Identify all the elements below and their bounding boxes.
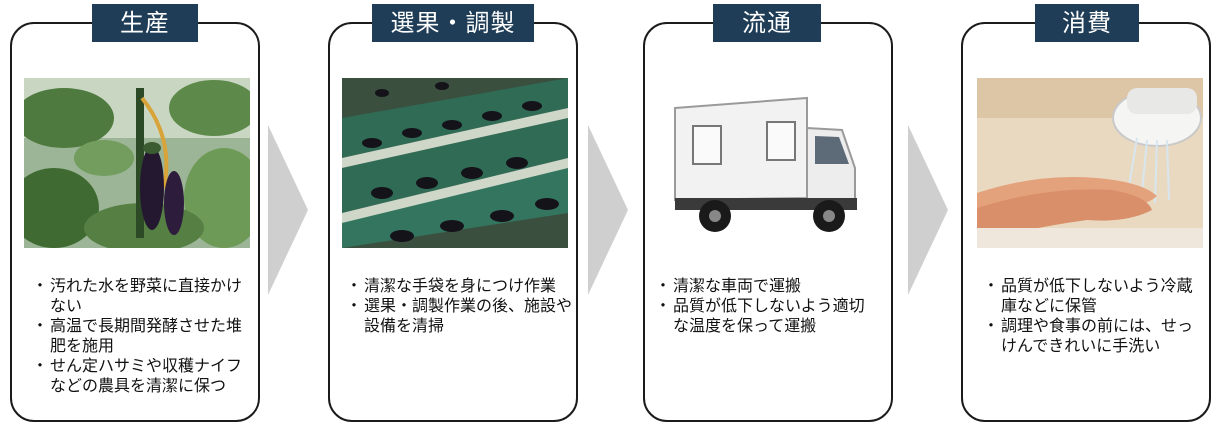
chevron-right-icon (268, 125, 308, 299)
stage-card-distribution: 清潔な車両で運搬 品質が低下しないよう適切な温度を保って運搬 (643, 22, 893, 422)
bullet-item: 選果・調製作業の後、施設や設備を清掃 (346, 296, 572, 336)
stage-title-production: 生産 (92, 4, 198, 42)
stage-title-sorting: 選果・調製 (372, 4, 534, 42)
stage-card-consumption: 品質が低下しないよう冷蔵庫などに保管 調理や食事の前には、せっけんできれいに手洗… (961, 22, 1211, 422)
stage-card-production: 汚れた水を野菜に直接かけない 高温で長期間発酵させた堆肥を施用 せん定ハサミや収… (10, 22, 260, 422)
distribution-bullets: 清潔な車両で運搬 品質が低下しないよう適切な温度を保って運搬 (655, 276, 869, 336)
bullet-item: 清潔な車両で運搬 (655, 276, 869, 296)
sorting-conveyor-icon (342, 78, 568, 248)
bullet-item: 品質が低下しないよう冷蔵庫などに保管 (983, 276, 1205, 316)
bullet-item: 調理や食事の前には、せっけんできれいに手洗い (983, 316, 1205, 356)
consumption-bullets: 品質が低下しないよう冷蔵庫などに保管 調理や食事の前には、せっけんできれいに手洗… (983, 276, 1205, 356)
sorting-bullets: 清潔な手袋を身につけ作業 選果・調製作業の後、施設や設備を清掃 (346, 276, 572, 336)
chevron-right-icon (908, 125, 948, 299)
bullet-item: 高温で長期間発酵させた堆肥を施用 (32, 316, 254, 356)
stage-title-distribution: 流通 (713, 4, 821, 42)
stage-title-consumption: 消費 (1035, 4, 1139, 42)
delivery-truck-icon (657, 78, 883, 248)
chevron-right-icon (588, 125, 628, 299)
bullet-item: 品質が低下しないよう適切な温度を保って運搬 (655, 296, 869, 336)
bullet-item: せん定ハサミや収穫ナイフなどの農具を清潔に保つ (32, 356, 254, 396)
eggplant-plant-icon (24, 78, 250, 248)
production-bullets: 汚れた水を野菜に直接かけない 高温で長期間発酵させた堆肥を施用 せん定ハサミや収… (32, 276, 254, 396)
hand-washing-icon (977, 78, 1203, 248)
bullet-item: 清潔な手袋を身につけ作業 (346, 276, 572, 296)
bullet-item: 汚れた水を野菜に直接かけない (32, 276, 254, 316)
stage-card-sorting: 清潔な手袋を身につけ作業 選果・調製作業の後、施設や設備を清掃 (328, 22, 578, 422)
